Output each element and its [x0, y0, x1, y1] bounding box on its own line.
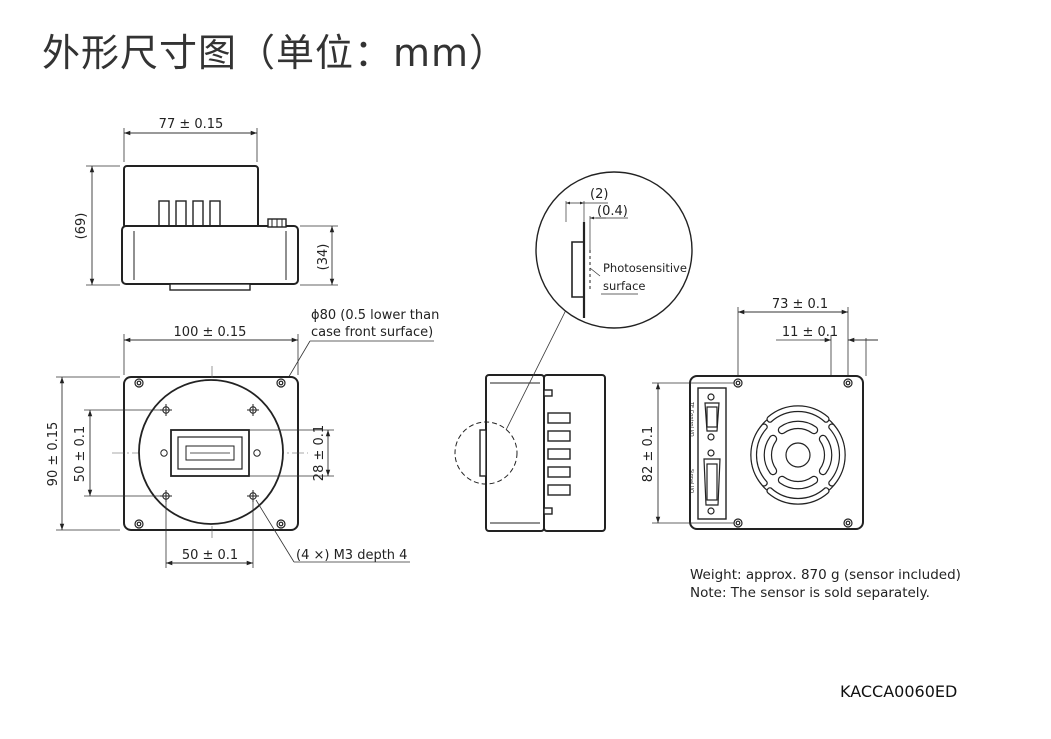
m3-holes: [160, 404, 259, 502]
screw-note: (4 ×) M3 depth 4: [296, 548, 407, 563]
dim-hole-horizontal: 50 ± 0.1: [182, 548, 238, 563]
side-view: [454, 309, 606, 532]
circle-note-line2: case front surface): [311, 325, 433, 340]
corner-screws: [134, 378, 286, 529]
side-body: [485, 374, 545, 532]
dim-detail-04: (0.4): [597, 204, 628, 219]
page-title: 外形尺寸图（单位：mm）: [42, 31, 509, 75]
photosensitive-label-1: Photosensitive: [603, 261, 687, 275]
detail-view: (2) (0.4) Photosensitive surface: [535, 171, 693, 329]
top-view: 77 ± 0.15 (69) (34): [74, 117, 338, 291]
photosensitive-label-2: surface: [603, 279, 646, 293]
dim-rear-height: 82 ± 0.1: [641, 426, 656, 482]
fan-grill: [750, 405, 846, 505]
sensor-note: Note: The sensor is sold separately.: [690, 585, 930, 601]
sensor-connector: [160, 429, 261, 477]
dim-hole-vertical: 50 ± 0.1: [73, 426, 88, 482]
dim-top-height-body: (34): [316, 244, 331, 271]
dim-top-height-total: (69): [74, 213, 89, 240]
dim-detail-2: (2): [590, 187, 608, 202]
connector-te-control: [704, 393, 720, 441]
rear-view: 73 ± 0.1 11 ± 0.1 TE C: [641, 297, 878, 530]
port-label-te-control: TE Control I/O: [688, 401, 694, 437]
rear-screws: [733, 378, 853, 528]
dim-front-width: 100 ± 0.15: [174, 325, 247, 340]
heatsink-block: [123, 165, 259, 229]
weight-note: Weight: approx. 870 g (sensor included): [690, 567, 961, 583]
dim-connector-height: 28 ± 0.1: [312, 425, 327, 481]
notes: Weight: approx. 870 g (sensor included) …: [690, 566, 961, 602]
dim-rear-width: 73 ± 0.1: [772, 297, 828, 312]
side-fins: [543, 389, 571, 515]
dim-rear-offset: 11 ± 0.1: [782, 325, 838, 340]
camera-body-side: [121, 225, 299, 285]
dim-front-height: 90 ± 0.15: [46, 422, 61, 487]
detail-circle: [535, 171, 693, 329]
connector-signal: [703, 449, 721, 515]
detail-marker-circle: [454, 421, 518, 485]
circle-note-line1: ϕ80 (0.5 lower than: [311, 308, 439, 323]
document-code: KACCA0060ED: [840, 682, 958, 701]
port-label-signal: Signal I/O: [688, 469, 694, 493]
dim-top-width: 77 ± 0.15: [159, 117, 224, 132]
front-view: 100 ± 0.15 ϕ80 (0.5 lower than case fron…: [46, 308, 439, 568]
